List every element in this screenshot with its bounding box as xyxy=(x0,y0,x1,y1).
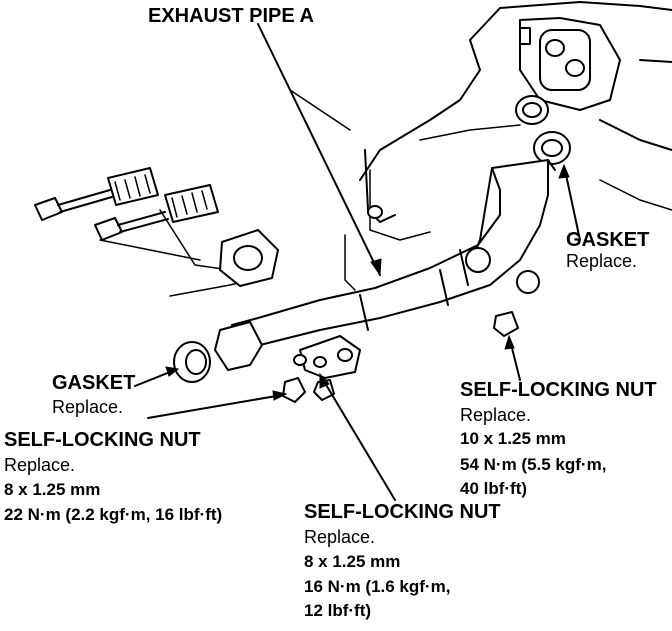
nut-center-size: 8 x 1.25 mm xyxy=(304,552,401,571)
leader-lines xyxy=(134,23,581,501)
nut-left-title: SELF-LOCKING NUT xyxy=(4,429,201,451)
gasket-lower xyxy=(173,341,211,383)
exhaust-pipe-a xyxy=(214,159,556,379)
nut-center-torque-1: 16 N·m (1.6 kgf·m, xyxy=(304,577,451,596)
gasket-upper xyxy=(515,95,571,165)
manifold-flange xyxy=(519,27,591,91)
nut-right-torque-1: 54 N·m (5.5 kgf·m, xyxy=(460,455,607,474)
gasket-right-title: GASKET xyxy=(566,229,650,251)
engine-block xyxy=(289,1,672,241)
gasket-left-note: Replace. xyxy=(52,397,124,417)
spring-bolts xyxy=(34,167,271,297)
nut-center-title: SELF-LOCKING NUT xyxy=(304,501,501,523)
exhaust-pipe-label: EXHAUST PIPE A xyxy=(148,5,314,27)
nut-right-note: Replace. xyxy=(460,405,532,425)
nut-right-title: SELF-LOCKING NUT xyxy=(460,379,657,401)
gasket-right-note: Replace. xyxy=(566,251,638,271)
nut-right-size: 10 x 1.25 mm xyxy=(460,429,566,448)
nut-left-torque: 22 N·m (2.2 kgf·m, 16 lbf·ft) xyxy=(4,505,223,524)
nut-right-torque-2: 40 lbf·ft) xyxy=(460,479,528,498)
flange-gasket-left xyxy=(219,229,279,287)
pipe-bracket xyxy=(344,149,396,291)
nut-left-size: 8 x 1.25 mm xyxy=(4,480,101,499)
nut-center-note: Replace. xyxy=(304,527,376,547)
gasket-left-title: GASKET xyxy=(52,372,136,394)
nut-shapes xyxy=(282,311,519,403)
nut-left-note: Replace. xyxy=(4,455,76,475)
nut-center-torque-2: 12 lbf·ft) xyxy=(304,601,372,620)
